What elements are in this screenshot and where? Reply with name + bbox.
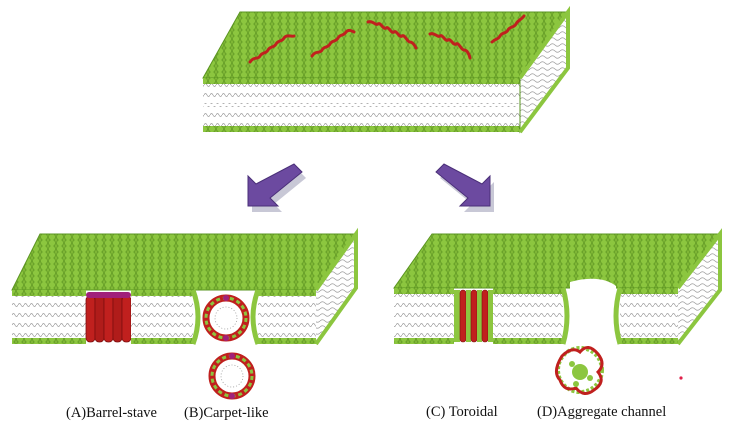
left-front-heads-bottom-3 (258, 338, 316, 344)
toroidal-lining (477, 290, 482, 342)
top-membrane-surface (202, 11, 569, 79)
right-front-curve-3 (613, 287, 623, 345)
top-membrane-tails-upper (203, 84, 520, 104)
barrel-stave-peptide (121, 295, 132, 343)
label-toroidal: (C) Toroidal (426, 404, 498, 420)
carpet-micelle-lower (208, 352, 256, 400)
toroidal-peptide (459, 289, 467, 343)
toroidal-lining (454, 290, 460, 342)
right-membrane-surface (393, 233, 722, 289)
aggregate-cluster (555, 346, 604, 395)
left-front-tails-1 (12, 296, 86, 338)
left-front-curve-2 (190, 289, 201, 345)
right-front-curve-2 (560, 287, 570, 345)
peptide-helix-4 (428, 32, 472, 60)
barrel-stave-peptide (112, 293, 123, 343)
arrow-right (435, 163, 494, 212)
peptide-helix-3 (366, 20, 418, 50)
top-membrane-tails-lower (203, 106, 520, 126)
toroidal-peptide (481, 289, 489, 343)
right-front-heads-top-1 (394, 288, 454, 294)
left-membrane (11, 227, 358, 400)
left-front-heads-bottom-2 (131, 338, 193, 344)
right-front-heads-bottom-1 (394, 338, 454, 344)
left-membrane-side-heads (314, 227, 358, 346)
left-front-heads-top-1 (12, 290, 86, 296)
left-front-curve-3 (250, 289, 261, 345)
toroidal-peptide (470, 289, 478, 343)
red-dot (679, 376, 683, 380)
right-membrane (393, 228, 722, 395)
top-membrane-front-heads-upper (203, 78, 520, 84)
carpet-micelle-upper (202, 294, 250, 342)
right-front-heads-bottom-2 (493, 338, 563, 344)
left-front-tails-2 (131, 296, 193, 338)
right-front-heads-top-2 (493, 288, 563, 294)
right-front-heads-bottom-3 (620, 338, 678, 344)
right-front-tails-3 (620, 294, 678, 338)
arrow-left (247, 163, 306, 212)
left-front-heads-bottom-1 (12, 338, 86, 344)
top-membrane-midline (203, 104, 520, 106)
arrow-left-body (247, 163, 303, 207)
left-front-heads-top-3 (258, 290, 316, 296)
peptide-helix-2 (310, 28, 356, 58)
arrow-right-body (435, 163, 491, 207)
right-front-tails-1 (394, 294, 454, 338)
left-front-tails-3 (258, 296, 316, 338)
right-membrane-side-heads (676, 228, 722, 346)
label-carpet-like: (B)Carpet-like (184, 405, 269, 421)
left-membrane-side (316, 234, 356, 344)
top-membrane-side-heads (518, 5, 570, 134)
toroidal-pore (454, 289, 493, 343)
left-front-heads-top-2 (131, 290, 193, 296)
left-membrane-surface (11, 233, 357, 291)
peptide-helix-1 (248, 34, 296, 64)
peptide-helix-5 (490, 14, 526, 44)
barrel-stave-pore (85, 292, 132, 343)
barrel-stave-peptide (103, 293, 114, 343)
top-membrane-front-heads-lower (203, 126, 520, 132)
aggregate-channel-hole (570, 278, 616, 345)
toroidal-lining (488, 290, 493, 342)
toroidal-lining (466, 290, 471, 342)
right-membrane-side (678, 234, 720, 344)
top-membrane (202, 5, 570, 134)
label-barrel-stave: (A)Barrel-stave (66, 405, 157, 421)
barrel-stave-cap (86, 292, 131, 298)
barrel-stave-peptide (85, 295, 96, 343)
label-aggregate-channel: (D)Aggregate channel (537, 404, 667, 420)
right-front-tails-2 (493, 294, 563, 338)
right-front-heads-top-3 (620, 288, 678, 294)
barrel-stave-peptide (94, 293, 105, 343)
